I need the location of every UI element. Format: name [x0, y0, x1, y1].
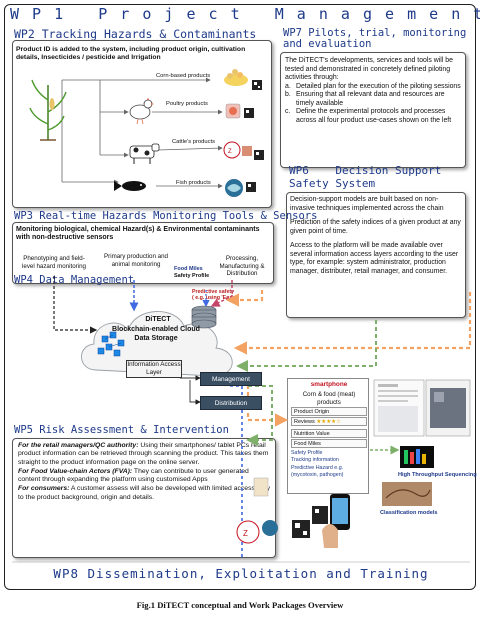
wp5-fva: For Food Value-chain Actors (FVA): They …	[18, 468, 272, 485]
wp5-consumer: For consumers: A customer assess will al…	[18, 485, 272, 502]
product-corn-label: Corn-based products	[156, 73, 211, 79]
green-flow-arrow	[236, 320, 377, 446]
predictive-safety-sub: ( e.g. using 'Ensa')	[192, 295, 239, 301]
info-access-layer: Information Access Layer	[126, 360, 182, 378]
wp6-body: Decision-support models are built based …	[290, 196, 462, 282]
smartphone-title: smartphone	[310, 381, 348, 388]
wp1-title: W P 1 P r o j e c t M a n a g e m e n t	[10, 5, 480, 23]
wp8-title: WP8 Dissemination, Exploitation and Trai…	[53, 566, 429, 581]
cattle-products-icon: Z	[223, 141, 252, 159]
wp7-body: The DiTECT's developments, services and …	[285, 57, 463, 125]
smartphone-predictive: Predictive Hazard e.g. (mycotoxin, patho…	[291, 465, 344, 478]
wp5-panel	[12, 438, 276, 558]
wp5-body: For the retail managers/QC authority: Us…	[18, 442, 272, 503]
classification-image	[382, 482, 432, 506]
wp5-retail-text: Using their smartphones/ tablet PCs reta…	[18, 442, 269, 466]
smartphone-product: Corn & food (meat) products	[302, 391, 356, 406]
smartphone-safety: Safety Profile	[291, 450, 323, 456]
wp2-flow-lines	[61, 77, 223, 189]
smartphone-tracking: Tracking information	[291, 457, 339, 463]
wp7-item: a. Detailed plan for the execution of the…	[285, 83, 463, 92]
wp3-main: Monitoring biological, chemical Hazard(s…	[16, 226, 260, 242]
wp6-para-2: Prediction of the safety indices of a gi…	[290, 219, 461, 235]
wp5-consumer-lead: For consumers:	[18, 485, 70, 493]
poultry-products-icon	[225, 103, 241, 119]
wp6-para-1: Decision-support models are built based …	[290, 196, 444, 212]
wp3-col-processing: Processing, Manufacturing & Distribution	[219, 255, 265, 277]
handheld-phone-icon	[322, 494, 350, 548]
corn-products-icon	[224, 69, 248, 86]
safety-profile-label: Safety Profile	[174, 273, 210, 279]
wp7-item: c. Define the experimental protocols and …	[285, 108, 463, 125]
figure-caption: Fig.1 DiTECT conceptual and Work Package…	[136, 600, 344, 610]
wp6-title: WP6 Decision Support Safety System	[289, 164, 448, 190]
wp3-title: WP3 Real-time Hazards Monitoring Tools &…	[14, 210, 318, 222]
wp6-para-3: Access to the platform will be made avai…	[290, 242, 459, 275]
management-box: Management	[200, 372, 262, 386]
wp7-item-text: Ensuring that all relevant data and reso…	[296, 91, 445, 107]
fish-icon	[114, 181, 146, 191]
reviews-label: Reviews	[294, 419, 315, 425]
wp7-panel	[280, 52, 466, 168]
svg-text:Z: Z	[243, 529, 248, 538]
food-miles-label: Food Miles	[174, 266, 203, 272]
cloud-storage-icon	[81, 305, 233, 377]
wp2-title: WP2 Tracking Hazards & Contaminants	[14, 27, 257, 41]
wp5-fva-text: They can contribute to user generated co…	[18, 467, 249, 484]
wp7-item-marker: a.	[285, 82, 291, 90]
predictive-safety-label: Predictive safety	[192, 289, 235, 295]
wp5-fva-lead: For Food Value-chain Actors (FVA):	[18, 467, 133, 475]
blue-flow-arrow	[230, 385, 243, 560]
corn-plant-icon	[29, 79, 67, 141]
smartphone-row-origin: Product Origin	[291, 407, 367, 416]
lab-image-thumbnails	[373, 379, 471, 506]
smartphone-row-reviews: Reviews ★★★★☆	[291, 417, 367, 426]
wp5-title: WP5 Risk Assessment & Intervention	[14, 424, 229, 436]
product-cattle-label: Cattle's products	[172, 139, 215, 145]
svg-text:Z: Z	[228, 149, 232, 155]
product-poultry-label: Poultry products	[166, 101, 208, 107]
wp7-title: WP7 Pilots, trial, monitoring and evalua…	[283, 27, 467, 50]
wp3-panel	[12, 222, 274, 284]
wp7-item-text: Define the experimental protocols and pr…	[296, 108, 452, 124]
product-fish-label: Fish products	[176, 180, 211, 186]
wp7-item-marker: c.	[285, 108, 291, 115]
fish-products-icon	[225, 179, 243, 197]
wp5-retail-lead: For the retail managers/QC authority:	[18, 442, 139, 449]
ditect-sublabel: Blockchain-enabled Cloud Data Storage	[112, 326, 200, 342]
wp4-title: WP4 Data Management	[14, 274, 135, 286]
classification-label: Classification models	[380, 510, 438, 516]
orange-flow-arrows	[225, 290, 472, 427]
wp2-panel	[12, 40, 272, 208]
wp3-col-primary: Primary production and animal monitoring	[104, 253, 168, 268]
wp5-images: Z	[236, 477, 328, 544]
wp6-panel	[286, 192, 466, 318]
smartphone-row-food-miles: Food Miles	[291, 439, 367, 448]
wp5-consumer-text: A customer assess will also be developed…	[18, 485, 270, 501]
wp7-intro: The DiTECT's developments, services and …	[285, 57, 453, 81]
chicken-icon	[129, 98, 154, 125]
wp7-item-marker: b.	[285, 91, 291, 98]
cow-icon	[129, 143, 160, 164]
smartphone-row-nutrition: Nutrition Value	[291, 429, 367, 438]
wp3-col-phenotyping: Phenotyping and field-level hazard monit…	[22, 255, 86, 270]
hts-label: High Throughput Sequencing	[398, 472, 477, 478]
ditect-label: DiTECT	[145, 316, 171, 323]
distribution-box: Distribution	[200, 396, 262, 410]
wp7-item: b. Ensuring that all relevant data and re…	[285, 91, 463, 108]
reviews-stars: ★★★★☆	[316, 419, 341, 425]
wp5-retail: For the retail managers/QC authority: Us…	[18, 442, 272, 467]
wp7-list: a. Detailed plan for the execution of the…	[285, 83, 463, 126]
smartphone-card: smartphone Corn & food (meat) products P…	[287, 378, 369, 494]
wp2-intro: Product ID is added to the system, inclu…	[16, 46, 246, 62]
wp7-item-text: Detailed plan for the execution of the p…	[296, 82, 461, 90]
